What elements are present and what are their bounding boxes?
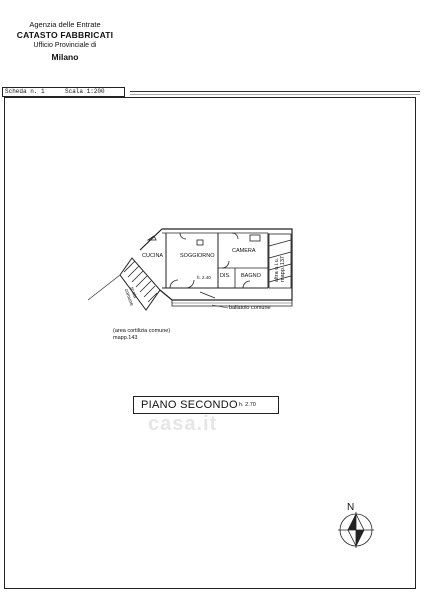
header-rule-thin — [130, 94, 420, 95]
ballatoio-label: ballatoio comune — [229, 305, 271, 311]
room-soggiorno: SOGGIORNO — [180, 253, 215, 259]
scheda-label: Scheda n. 1 — [5, 88, 45, 95]
floor-title-box: PIANO SECONDO h. 2.70 — [133, 396, 279, 414]
room-disimpegno: DIS. — [220, 273, 231, 279]
room-cucina: CUCINA — [142, 253, 164, 259]
north-compass-icon — [338, 512, 374, 548]
catasto-title: CATASTO FABBRICATI — [16, 30, 114, 40]
office-name: Ufficio Provinciale di — [33, 42, 97, 49]
floor-height: h. 2.70 — [239, 402, 256, 408]
altra-uiu-label: altra u.i.u. mapp. 137 — [274, 256, 286, 282]
room-bagno: BAGNO — [241, 273, 261, 279]
drawing-frame — [4, 97, 416, 589]
watermark: casa.it — [148, 413, 218, 435]
ceiling-height-mark: h. 2.40 — [197, 275, 211, 280]
floor-title: PIANO SECONDO — [141, 399, 238, 411]
scheda-box: Scheda n. 1 Scala 1:200 — [2, 87, 125, 97]
document-header: Agenzia delle Entrate CATASTO FABBRICATI… — [0, 20, 130, 63]
north-label: N — [347, 502, 355, 513]
city-name: Milano — [51, 52, 79, 62]
scale-label: Scala 1:200 — [65, 88, 105, 95]
agency-name: Agenzia delle Entrate — [29, 20, 101, 29]
header-rule — [130, 91, 420, 92]
area-note: (area cortilizia comune) mapp.143 — [113, 328, 171, 341]
room-camera: CAMERA — [232, 248, 256, 254]
